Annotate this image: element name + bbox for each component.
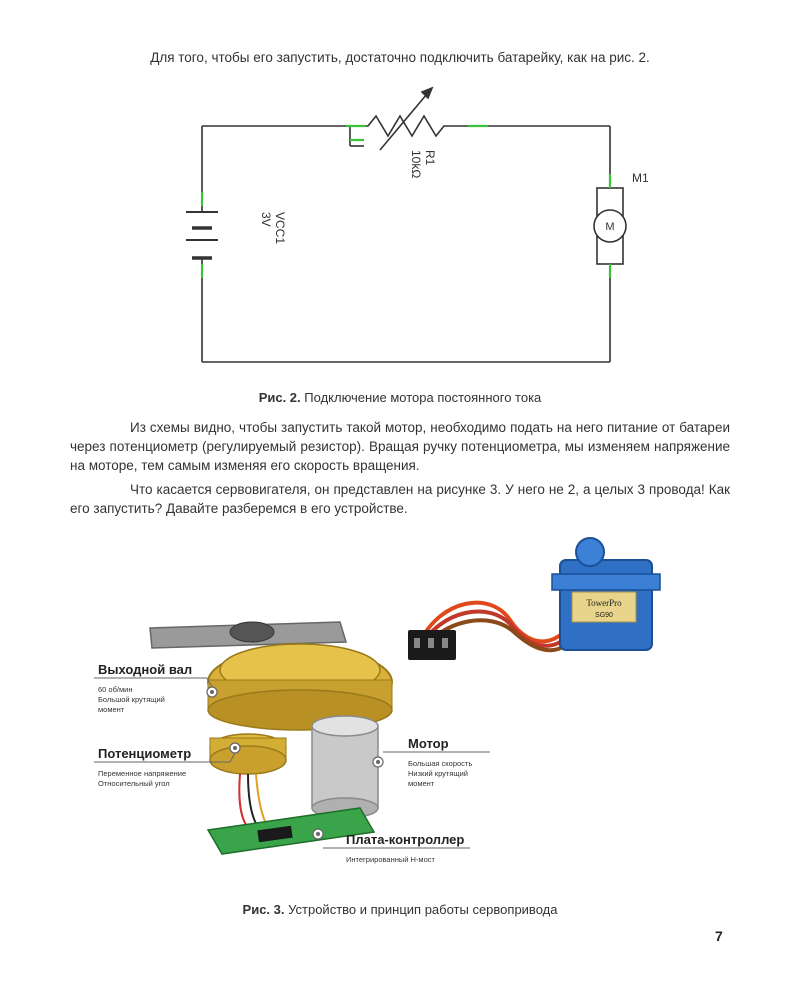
paragraph-servo-intro: Что касается сервовигателя, он представл… [70,482,730,516]
callout-controller-title: Плата-контроллер [346,832,464,847]
source-name: VCC1 [273,212,287,244]
resistor-terminals [346,124,488,142]
circuit-wires [201,125,611,363]
dc-motor [311,725,379,809]
callout-output-shaft-line1: 60 об/мин [98,685,132,694]
servo-model: SG90 [595,612,613,619]
figure2-caption: Рис. 2. Подключение мотора постоянного т… [0,390,800,405]
servo-mechanism [149,621,393,855]
callout-motor-title: Мотор [408,736,449,751]
callout-output-shaft-line3: момент [98,705,125,714]
servo-illustration: TowerPro SG90 [94,537,661,864]
callout-lines [94,677,490,849]
callout-motor-line1: Большая скорость [408,759,472,768]
callout-controller-line1: Интегрированный Н-мост [346,855,436,864]
circuit-diagram: R1 10kΩ VCC1 3V M M1 [186,86,649,363]
resistor-name: R1 [423,150,437,166]
page-number: 7 [715,928,723,944]
callout-motor-line3: момент [408,779,435,788]
servo-brand: TowerPro [586,598,622,608]
callout-output-shaft-line2: Большой крутящий [98,695,165,704]
motor-symbol-letter: M [605,221,614,233]
figure2-caption-label: Рис. 2. [258,390,301,405]
paragraph-motor-explanation: Из схемы видно, чтобы запустить такой мо… [70,420,730,473]
motor-name: M1 [632,171,649,185]
callout-potentiometer-line2: Относительный угол [98,779,170,788]
callout-potentiometer-title: Потенциометр [98,746,191,761]
resistor-value: 10kΩ [409,150,423,178]
figure3-caption: Рис. 3. Устройство и принцип работы серв… [0,902,800,917]
callout-potentiometer-line1: Переменное напряжение [98,769,186,778]
figure3-caption-label: Рис. 3. [242,902,285,917]
figure3-caption-text: Устройство и принцип работы сервопривода [288,902,558,917]
source-value: 3V [259,212,273,227]
servo-photo: TowerPro SG90 [408,537,661,660]
battery-symbol [186,211,218,260]
callout-motor-line2: Низкий крутящий [408,769,468,778]
callout-output-shaft-title: Выходной вал [98,662,192,677]
figure2-caption-text: Подключение мотора постоянного тока [304,390,542,405]
resistor-symbol [345,86,460,151]
intro-text: Для того, чтобы его запустить, достаточн… [150,50,650,65]
